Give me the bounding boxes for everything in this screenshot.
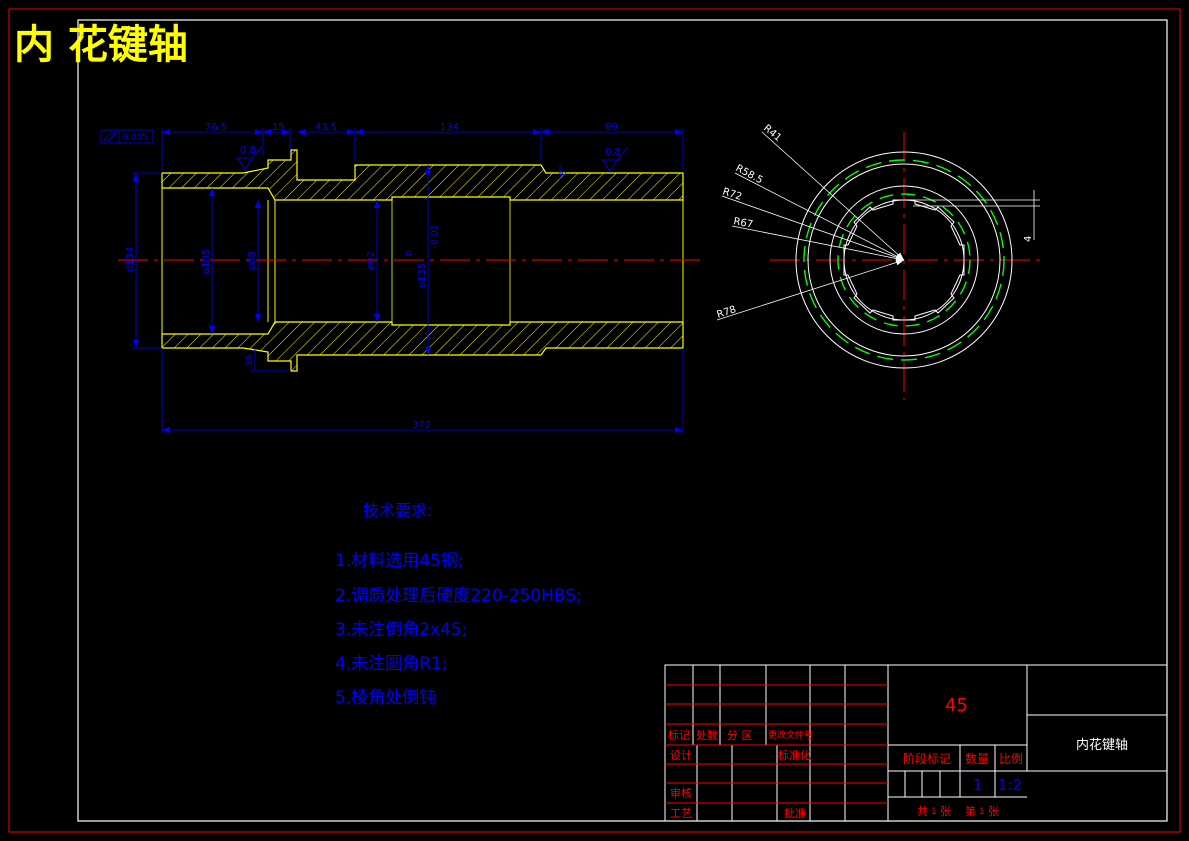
radius-r67: R67	[732, 216, 753, 231]
spline-bore	[843, 199, 965, 321]
dim-dia134: ø134	[125, 247, 136, 272]
sheet-no-value: 1	[979, 807, 985, 817]
total-sheets-value: 1	[931, 807, 937, 817]
label-quantity: 数量	[965, 751, 989, 766]
dim-tol-0: 0	[405, 250, 415, 256]
tech-item-3: 3.未注倒角2x45;	[335, 620, 467, 640]
material-value: 45	[945, 695, 968, 716]
flatness-icon	[103, 132, 117, 141]
label-stage-mark: 阶段标记	[903, 751, 951, 766]
bottom-wall	[161, 321, 684, 372]
total-sheets-label: 共	[917, 805, 928, 818]
part-name: 内花键轴	[1076, 737, 1128, 753]
dim-8: 8	[559, 170, 569, 176]
radius-r72: R72	[721, 186, 743, 203]
label-standardize: 标准化	[778, 748, 811, 762]
top-wall	[161, 149, 684, 201]
svg-text:0.005: 0.005	[122, 133, 148, 143]
spline-pitch-circle	[803, 159, 1005, 361]
svg-text:0.8: 0.8	[240, 145, 256, 156]
dim-dia105: ø105	[201, 249, 212, 274]
drawing-frame	[77, 19, 1168, 822]
scale-value: 1:2	[998, 776, 1022, 794]
radius-r78: R78	[716, 304, 738, 321]
roughness-right: 0.8	[601, 147, 628, 173]
label-zone: 分 区	[727, 729, 753, 742]
end-view: R41 R58.5 R72 R67 R78 4	[716, 123, 1040, 400]
flatness-frame: 0.005	[100, 129, 154, 144]
quantity-value: 1	[973, 776, 983, 794]
r72-circle	[807, 163, 1001, 357]
svg-text:0.8: 0.8	[605, 147, 621, 158]
sheet-unit: 张	[988, 805, 999, 818]
title-block: 45 内花键轴 标记 处数 分 区 更改文件号 设计 标准化 审核 工艺 批准 …	[664, 664, 1168, 822]
dim-tol-002: -0.02	[430, 225, 440, 248]
dim-372: 372	[412, 420, 431, 431]
dim-dia135: ø135	[417, 263, 428, 288]
dim-43-5: 43.5	[315, 122, 337, 133]
dim-dia88: ø88	[247, 251, 258, 270]
roughness-icon	[602, 147, 628, 173]
tech-item-2: 2.调质处理后硬度220-250HBS;	[335, 586, 582, 606]
roughness-left: 0.8	[236, 145, 263, 171]
dim-134: 134	[440, 122, 459, 133]
label-scale: 比例	[999, 752, 1023, 766]
r67-circle	[829, 185, 979, 335]
radius-r58-5: R58.5	[734, 163, 765, 186]
sheet-label: 第	[965, 804, 976, 818]
dim-76-5: 76.5	[205, 122, 227, 133]
dim-dia92: ø92	[366, 251, 377, 270]
tech-requirements: 技术要求: 1.材料选用45钢; 2.调质处理后硬度220-250HBS; 3.…	[335, 501, 582, 708]
drawing-title: 内 花键轴	[14, 22, 188, 68]
key-width: 4	[1023, 236, 1034, 242]
dim-99: 99	[605, 122, 618, 133]
total-sheets-unit: 张	[940, 805, 951, 818]
inner-spline-circle	[837, 193, 971, 327]
label-process: 工艺	[670, 807, 692, 820]
tech-item-4: 4.未注圆角R1;	[335, 654, 448, 674]
tech-item-1: 1.材料选用45钢;	[335, 551, 464, 571]
outer-border	[8, 8, 1181, 833]
tech-heading: 技术要求:	[363, 501, 432, 520]
label-approve: 批准	[784, 806, 806, 820]
label-review: 审核	[670, 786, 692, 800]
side-view: 76.5 15 43.5 134 99 372 ø134 ø105 ø88 ø9…	[100, 122, 700, 434]
roughness-icon	[237, 145, 263, 171]
label-change-doc: 更改文件号	[768, 729, 813, 741]
label-mark: 标记	[668, 728, 690, 742]
outer-circle	[795, 151, 1013, 369]
label-count: 处数	[696, 729, 718, 742]
dim-15: 15	[272, 122, 285, 133]
dim-16: 16	[245, 354, 255, 366]
tech-item-5: 5.棱角处倒钝	[335, 688, 436, 708]
label-design: 设计	[670, 749, 692, 762]
